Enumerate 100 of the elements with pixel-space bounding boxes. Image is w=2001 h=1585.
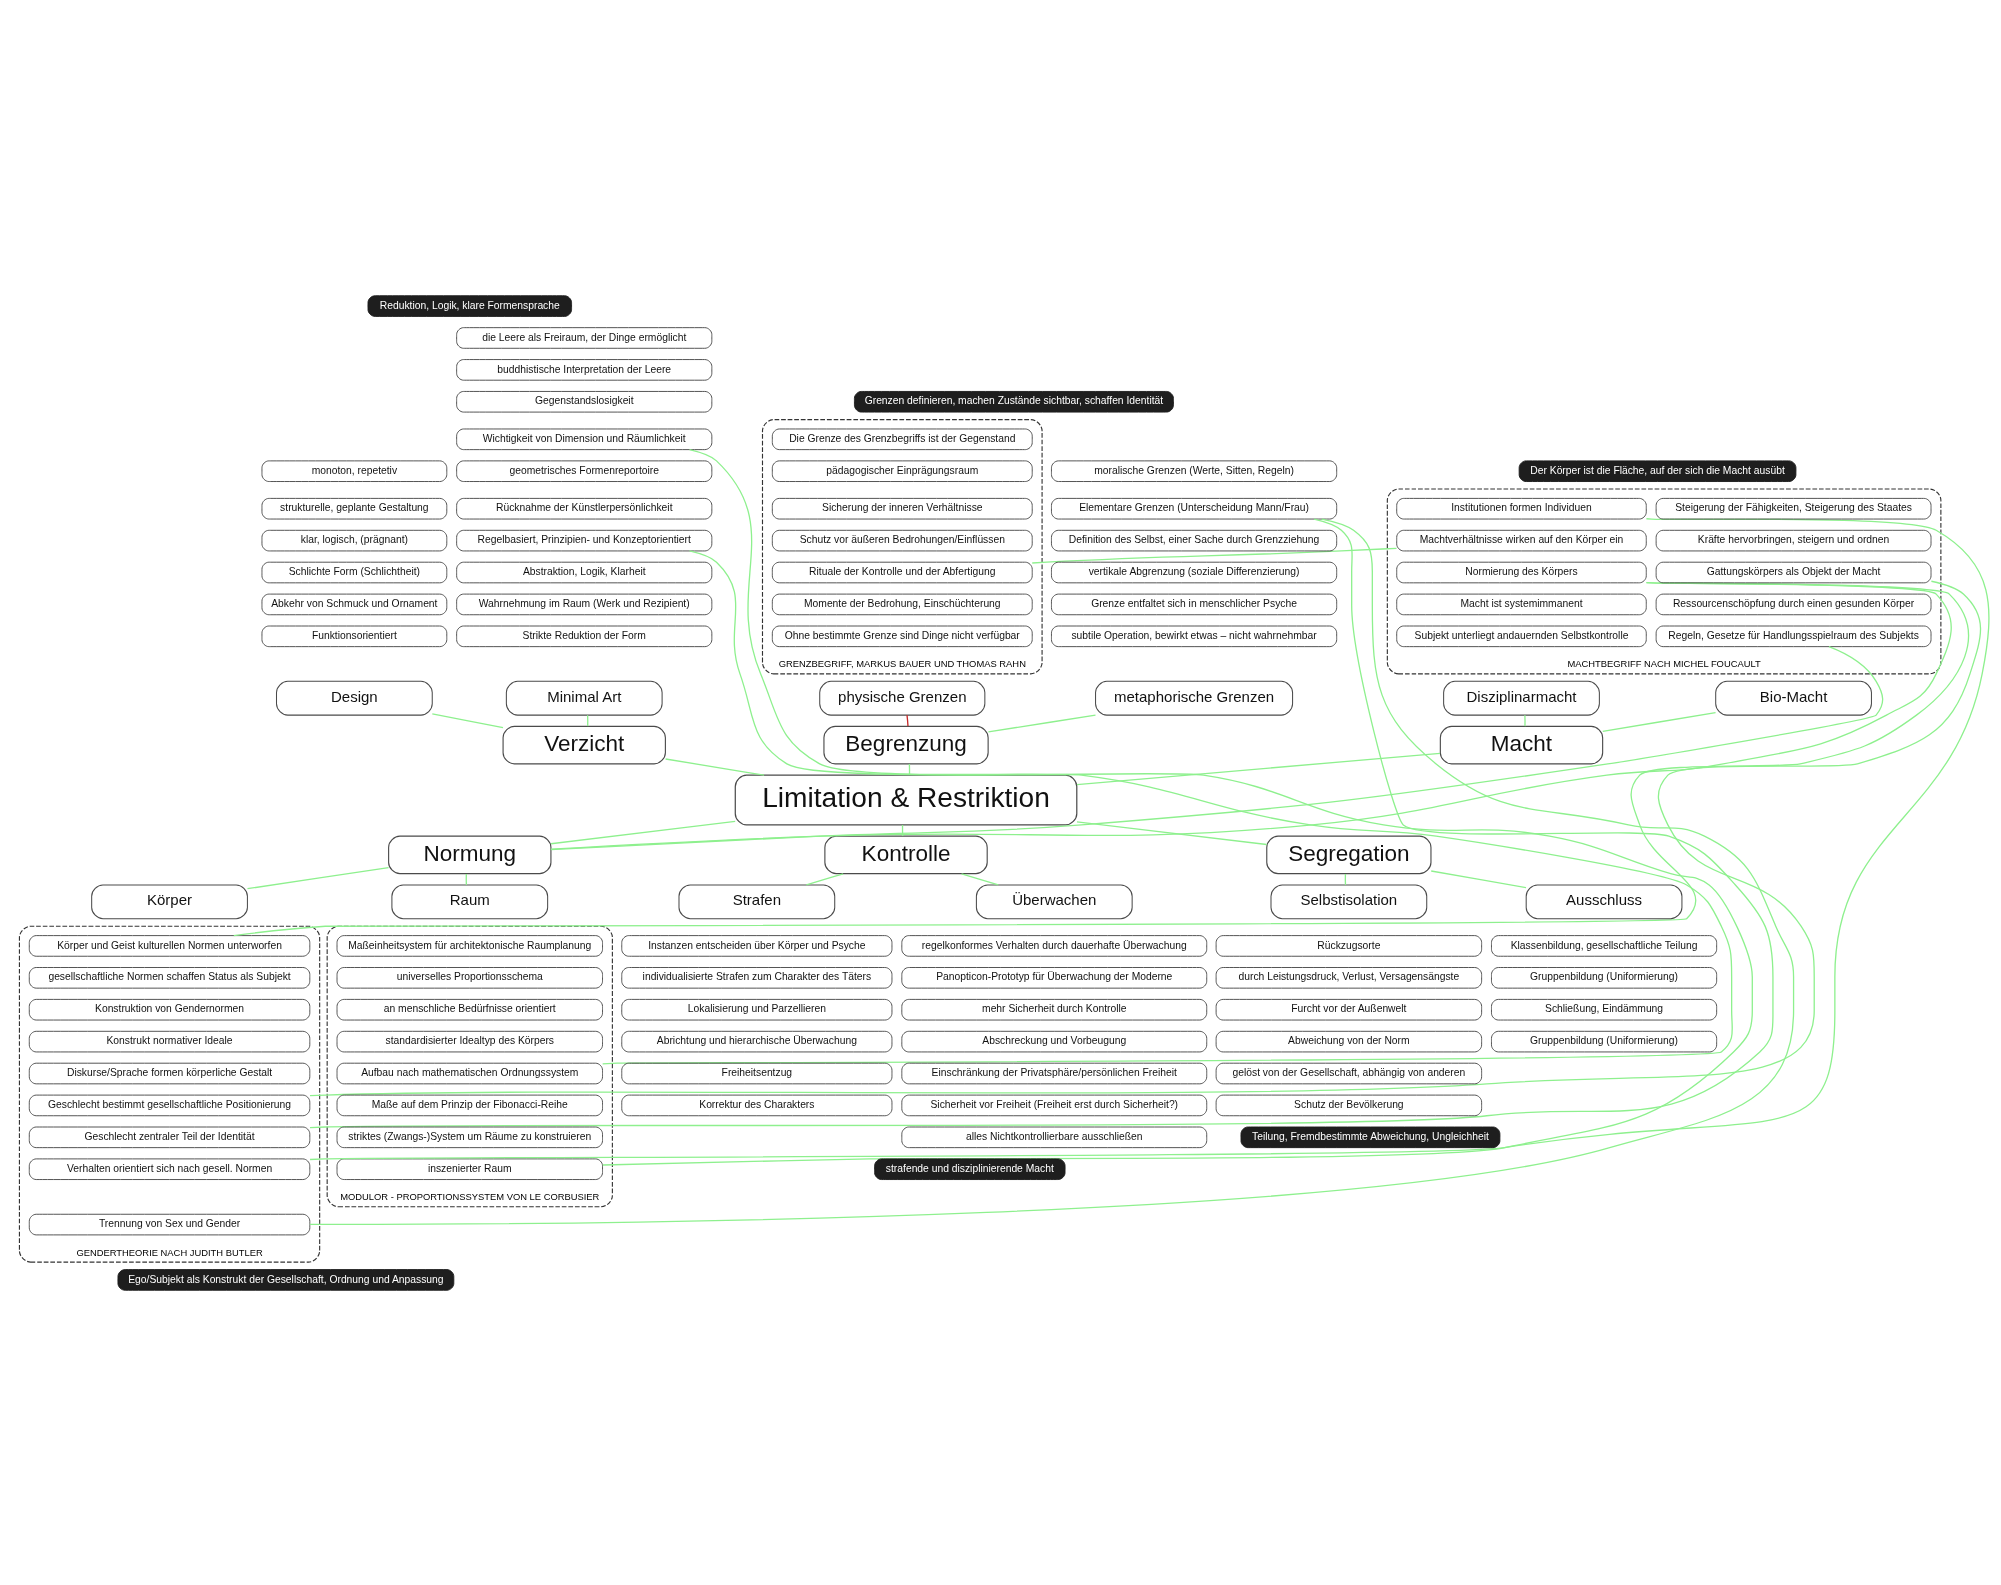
node-box: individualisierte Strafen zum Charakter des Täters: [621, 966, 893, 989]
node-box: strukturelle, geplante Gestaltung: [261, 497, 448, 519]
node-box: Momente der Bedrohung, Einschüchterung: [771, 593, 1033, 615]
connector: [602, 549, 1733, 1064]
node-box: Körper und Geist kulturellen Normen unterworfen: [28, 934, 311, 957]
node-box: Rückzugsorte: [1215, 934, 1483, 957]
node-box: Überwachen: [975, 883, 1133, 919]
node-box: vertikale Abgrenzung (soziale Differenzierung): [1051, 561, 1338, 583]
node-box: subtile Operation, bewirkt etwas – nicht wahrnehmbar: [1051, 625, 1338, 647]
node-box: Reduktion, Logik, klare Formensprache: [367, 294, 573, 317]
node-box: Normung: [388, 835, 552, 874]
connector: [960, 872, 999, 886]
node-box: Ego/Subjekt als Konstrukt der Gesellschaft, Ordnung und Anpassung: [117, 1268, 455, 1291]
node-box: Schließung, Eindämmung: [1491, 998, 1718, 1020]
node-box: die Leere als Freiraum, der Dinge ermöglicht: [456, 326, 713, 349]
node-box: Grenze entfaltet sich in menschlicher Psyche: [1051, 593, 1338, 615]
node-box: Regeln, Gesetze für Handlungsspielraum des Subjekts: [1655, 625, 1932, 647]
connector: [664, 757, 765, 776]
node-box: Disziplinarmacht: [1443, 680, 1600, 716]
node-box: Ausschluss: [1525, 883, 1683, 919]
node-box: Gruppenbildung (Uniformierung): [1491, 1030, 1718, 1052]
node-box: Design: [276, 680, 433, 716]
node-box: Ressourcenschöpfung durch einen gesunden Körper: [1655, 593, 1932, 615]
node-box: Sicherung der inneren Verhältnisse: [771, 497, 1033, 519]
node-box: geometrisches Formenreportoire: [456, 459, 713, 482]
connector: [1524, 714, 1526, 727]
connector: [1076, 820, 1268, 845]
node-box: universelles Proportionsschema: [336, 966, 603, 989]
node-box: Rücknahme der Künstlerpersönlichkeit: [456, 497, 713, 519]
node-box: Schutz der Bevölkerung: [1215, 1094, 1483, 1116]
node-box: metaphorische Grenzen: [1095, 680, 1294, 716]
connector: [550, 820, 736, 844]
connector: [1602, 711, 1717, 732]
node-box: Gattungskörpers als Objekt der Macht: [1655, 561, 1932, 583]
connector: [550, 581, 1952, 850]
node-box: Freiheitsentzug: [621, 1062, 893, 1084]
node-box: Strafen: [678, 883, 836, 919]
connector: [309, 580, 1982, 1096]
node-box: Subjekt unterliegt andauernden Selbstkontrolle: [1396, 625, 1647, 647]
node-box: Lokalisierung und Parzellieren: [621, 998, 893, 1020]
node-box: Diskurse/Sprache formen körperliche Gestalt: [28, 1062, 311, 1084]
node-box: Abrichtung und hierarchische Überwachung: [621, 1030, 893, 1052]
node-box: inszenierter Raum: [336, 1157, 603, 1180]
node-box: Regelbasiert, Prinzipien- und Konzeptorientiert: [456, 529, 713, 551]
node-box: Wichtigkeit von Dimension und Räumlichkeit: [456, 428, 713, 450]
node-box: Wahrnehmung im Raum (Werk und Rezipient): [456, 593, 713, 615]
node-box: gelöst von der Gesellschaft, abhängig von anderen: [1215, 1062, 1483, 1084]
node-box: Definition des Selbst, einer Sache durch Grenzziehung: [1051, 529, 1338, 551]
node-box: klar, logisch, (prägnant): [261, 529, 448, 551]
node-box: Die Grenze des Grenzbegriffs ist der Gegenstand: [771, 428, 1033, 450]
connector: [1031, 547, 1398, 564]
node-box: Schutz vor äußeren Bedrohungen/Einflüssen: [771, 529, 1033, 551]
node-box: physische Grenzen: [819, 680, 986, 716]
node-box: Raum: [391, 883, 549, 919]
node-box: Konstrukt normativer Ideale: [28, 1030, 311, 1052]
node-box: Selbstisolation: [1270, 883, 1428, 919]
connector: [602, 448, 1753, 1166]
connector: [233, 581, 1970, 936]
node-box: Grenzen definieren, machen Zustände sichtbar, schaffen Identität: [853, 390, 1174, 413]
node-box: Schlichte Form (Schlichtheit): [261, 561, 448, 583]
connector: [1430, 869, 1527, 888]
node-box: buddhistische Interpretation der Leere: [456, 358, 713, 381]
node-box: Machtverhältnisse wirken auf den Körper ein: [1396, 529, 1647, 551]
node-box: Konstruktion von Gendernormen: [28, 998, 311, 1020]
node-box: Der Körper ist die Fläche, auf der sich die Macht ausübt: [1518, 459, 1797, 482]
node-box: Ohne bestimmte Grenze sind Dinge nicht verfügbar: [771, 625, 1033, 647]
node-box: Geschlecht bestimmt gesellschaftliche Positionierung: [28, 1094, 311, 1116]
node-box: Abkehr von Schmuck und Ornament: [261, 593, 448, 615]
node-box: Rituale der Kontrolle und der Abfertigung: [771, 561, 1033, 583]
node-box: Bio-Macht: [1715, 680, 1872, 716]
node-box: Kontrolle: [824, 835, 988, 874]
node-box: strafende und disziplinierende Macht: [874, 1157, 1066, 1180]
connector: [906, 714, 909, 727]
node-box: Teilung, Fremdbestimmte Abweichung, Ungleichheit: [1240, 1126, 1501, 1148]
connector: [987, 713, 1097, 732]
node-box: Einschränkung der Privatsphäre/persönlichen Freiheit: [901, 1062, 1208, 1084]
connector: [1076, 752, 1441, 785]
node-box: Minimal Art: [505, 680, 663, 716]
node-box: Aufbau nach mathematischen Ordnungssystem: [336, 1062, 603, 1084]
node-box: Verhalten orientiert sich nach gesell. Normen: [28, 1157, 311, 1180]
node-box: alles Nichtkontrollierbare ausschließen: [901, 1126, 1208, 1148]
node-box: Abstraktion, Logik, Klarheit: [456, 561, 713, 583]
node-box: Korrektur des Charakters: [621, 1094, 893, 1116]
node-box: Verzicht: [502, 725, 666, 764]
node-box: Körper: [91, 883, 248, 919]
node-box: Macht: [1439, 725, 1604, 764]
connector: [246, 866, 390, 889]
node-box: Maßeinheitsystem für architektonische Raumplanung: [336, 934, 603, 957]
node-box: Sicherheit vor Freiheit (Freiheit erst durch Sicherheit?): [901, 1094, 1208, 1116]
node-box: Abschreckung und Vorbeugung: [901, 1030, 1208, 1052]
node-box: Geschlecht zentraler Teil der Identität: [28, 1126, 311, 1148]
node-box: standardisierter Idealtyp des Körpers: [336, 1030, 603, 1052]
node-box: moralische Grenzen (Werte, Sitten, Regeln): [1051, 459, 1338, 482]
node-box: regelkonformes Verhalten durch dauerhafte Überwachung: [901, 934, 1208, 957]
connector: [309, 517, 1990, 1160]
node-box: Strikte Reduktion der Form: [456, 625, 713, 647]
node-box: Macht ist systemimmanent: [1396, 593, 1647, 615]
node-box: mehr Sicherheit durch Kontrolle: [901, 998, 1208, 1020]
node-box: striktes (Zwangs-)System um Räume zu konstruieren: [336, 1126, 603, 1148]
node-box: Gruppenbildung (Uniformierung): [1491, 966, 1718, 989]
